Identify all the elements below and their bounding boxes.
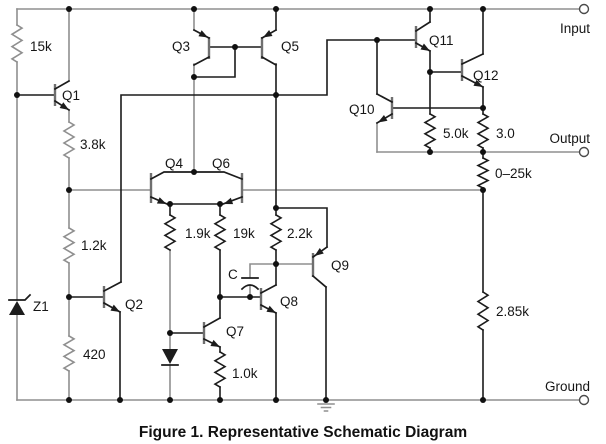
q9-emitter-arrow — [314, 247, 324, 256]
capacitor-c-label: C — [228, 267, 238, 282]
resistor-2.2k-label: 2.2k — [287, 226, 313, 241]
q11-emitter-arrow — [420, 43, 430, 51]
transistor-q3-label: Q3 — [172, 39, 190, 54]
q4-emitter-arrow — [156, 197, 167, 204]
transistor-q4-label: Q4 — [165, 156, 184, 171]
transistor-q1-label: Q1 — [62, 88, 80, 103]
resistor-1.0k-label: 1.0k — [232, 366, 258, 381]
q7-emitter-arrow — [210, 339, 220, 347]
transistor-q9 — [311, 245, 329, 289]
resistor-19k-label: 19k — [233, 226, 255, 241]
transistor-q2-label: Q2 — [125, 297, 143, 312]
transistor-q5 — [260, 28, 278, 67]
nodeB-wire — [249, 263, 314, 298]
transistor-q11 — [414, 20, 432, 53]
resistor-420 — [62, 334, 76, 373]
transistor-q8-label: Q8 — [280, 294, 298, 309]
transistor-q4-q6-pair — [149, 171, 244, 206]
transistor-q9-label: Q9 — [331, 258, 349, 273]
resistor-2.2k — [269, 213, 283, 252]
q8-emitter-arrow — [266, 305, 276, 313]
transistor-q7 — [202, 316, 222, 349]
resistor-420-label: 420 — [83, 347, 106, 362]
q5-emitter-arrow — [263, 30, 273, 38]
transistor-q12-label: Q12 — [473, 68, 499, 83]
q2-collector-loop — [120, 39, 417, 283]
diode-d1-triangle — [162, 349, 178, 364]
resistor-15k — [10, 23, 24, 64]
ground-terminal — [578, 394, 590, 406]
q8-q7-column — [169, 203, 221, 401]
resistor-1.9k — [163, 213, 177, 252]
resistor-2.85k — [476, 290, 490, 332]
labels: 15k Q1 3.8k Q3 Q5 Q4 Q6 Q11 Q12 Q10 5.0k… — [30, 21, 590, 394]
transistor-q12 — [460, 52, 485, 89]
resistor-3.8k — [62, 120, 76, 160]
capacitor-c — [240, 277, 260, 291]
resistor-19k — [213, 213, 227, 252]
diode-d1 — [161, 349, 179, 366]
resistor-1.2k-label: 1.2k — [81, 238, 107, 253]
resistor-3.0-label: 3.0 — [496, 126, 515, 141]
input-terminal-label: Input — [560, 21, 590, 36]
junction-dots — [14, 6, 486, 403]
q9-emitter-wire — [275, 207, 328, 248]
wires-gray — [10, 8, 581, 412]
output-terminal-label: Output — [549, 131, 590, 146]
figure-caption: Figure 1. Representative Schematic Diagr… — [139, 424, 467, 441]
input-terminal — [578, 3, 590, 15]
transistor-q10 — [375, 92, 394, 125]
transistor-q10-label: Q10 — [349, 102, 375, 117]
output-terminal — [578, 146, 590, 158]
transistor-q2 — [102, 280, 123, 314]
transistor-q8 — [259, 283, 278, 315]
resistor-5.0k-label: 5.0k — [443, 126, 469, 141]
transistor-q7-label: Q7 — [226, 324, 244, 339]
zener-z1-label: Z1 — [33, 299, 49, 314]
resistor-2.85k-label: 2.85k — [496, 304, 529, 319]
q10-emitter-arrow — [378, 114, 388, 123]
wires-black — [16, 8, 490, 401]
resistor-3.8k-label: 3.8k — [80, 137, 106, 152]
q3-emitter-arrow — [198, 30, 208, 38]
resistor-1.2k — [62, 226, 76, 265]
resistor-15k-label: 15k — [30, 39, 52, 54]
transistor-q5-label: Q5 — [281, 39, 299, 54]
q6-emitter-arrow — [223, 197, 234, 205]
q2-emitter-arrow — [110, 304, 120, 312]
resistor-1.9k-label: 1.9k — [185, 226, 211, 241]
zener-z1-triangle — [9, 301, 25, 315]
q1-emitter-arrow — [59, 102, 69, 110]
transistor-q11-label: Q11 — [429, 33, 454, 48]
transistor-q1 — [53, 79, 71, 112]
ground-symbol — [317, 403, 335, 412]
ground-terminal-label: Ground — [545, 379, 590, 394]
zener-z1 — [8, 293, 32, 315]
q3-q5-base-wire — [193, 46, 263, 78]
resistor-0-25k — [476, 156, 490, 190]
resistor-5.0k — [423, 112, 437, 150]
resistor-0-25k-label: 0–25k — [495, 166, 532, 181]
transistor-q3 — [192, 28, 211, 67]
q12-emitter-arrow — [473, 79, 483, 87]
transistor-q6-label: Q6 — [212, 156, 230, 171]
resistor-3.0 — [476, 112, 490, 150]
resistor-1.0k — [213, 350, 227, 389]
